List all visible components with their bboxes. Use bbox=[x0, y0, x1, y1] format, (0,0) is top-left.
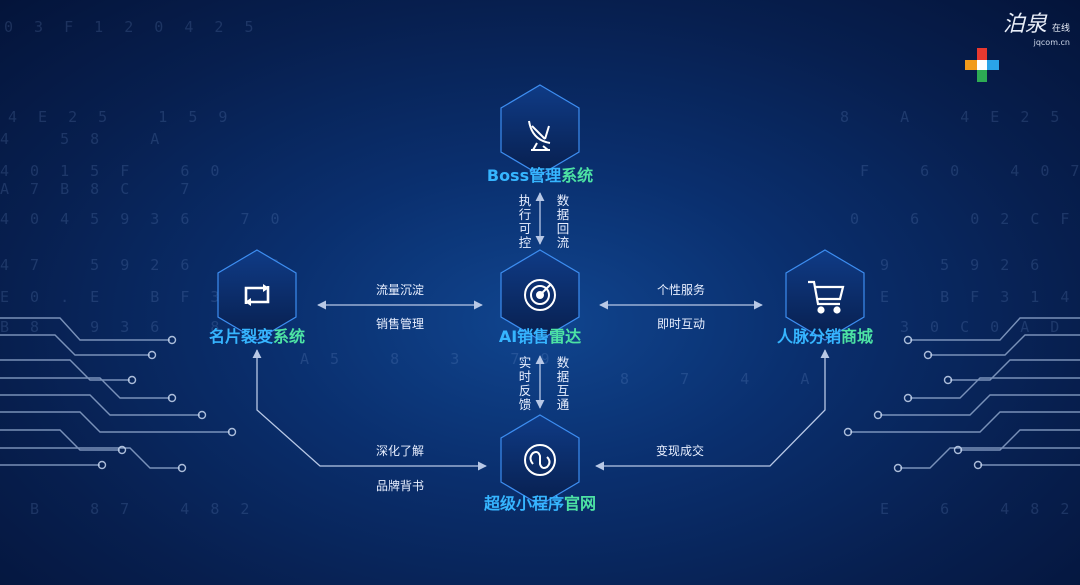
edge-label-mall-mini: 变现成交 bbox=[655, 444, 705, 458]
edge-label-card-mini-bottom: 品牌背书 bbox=[375, 479, 425, 493]
radar-icon bbox=[524, 279, 556, 311]
logo-domain: jqcom.cn bbox=[1033, 38, 1070, 47]
edge-label-radar-mall-bottom: 即时互动 bbox=[656, 317, 706, 331]
edge-label-radar-mini-left: 实时反馈 bbox=[518, 355, 532, 412]
edge-label-card-radar-bottom: 销售管理 bbox=[375, 317, 425, 331]
hex-mall bbox=[785, 249, 865, 341]
logo-emblem-icon bbox=[965, 48, 999, 82]
edge-label-boss-radar-left: 执行可控 bbox=[518, 193, 532, 250]
logo-sub: 在线 bbox=[1051, 24, 1070, 34]
edge-label-boss-radar-right: 数据回流 bbox=[556, 193, 570, 250]
logo-brand: 泊泉 bbox=[1002, 12, 1047, 37]
node-mall-label: 人脉分销商城 bbox=[776, 327, 874, 346]
refresh-icon bbox=[244, 284, 270, 306]
node-boss-label: Boss管理系统 bbox=[486, 166, 594, 185]
mini-program-icon bbox=[524, 444, 556, 476]
logo: 泊泉 在线 jqcom.cn bbox=[1003, 6, 1070, 47]
edge-label-radar-mini-right: 数据互通 bbox=[556, 355, 570, 412]
node-card-label: 名片裂变系统 bbox=[208, 327, 306, 346]
node-mini-label: 超级小程序官网 bbox=[483, 494, 597, 513]
hex-card bbox=[217, 249, 297, 341]
edge-label-card-radar-top: 流量沉淀 bbox=[375, 283, 425, 297]
hex-boss bbox=[500, 84, 580, 176]
satellite-dish-icon bbox=[528, 120, 551, 151]
shopping-cart-icon bbox=[808, 280, 845, 314]
edge-label-card-mini-top: 深化了解 bbox=[375, 444, 425, 458]
edge-label-radar-mall-top: 个性服务 bbox=[656, 283, 706, 297]
node-radar-label: AI销售雷达 bbox=[498, 327, 582, 346]
